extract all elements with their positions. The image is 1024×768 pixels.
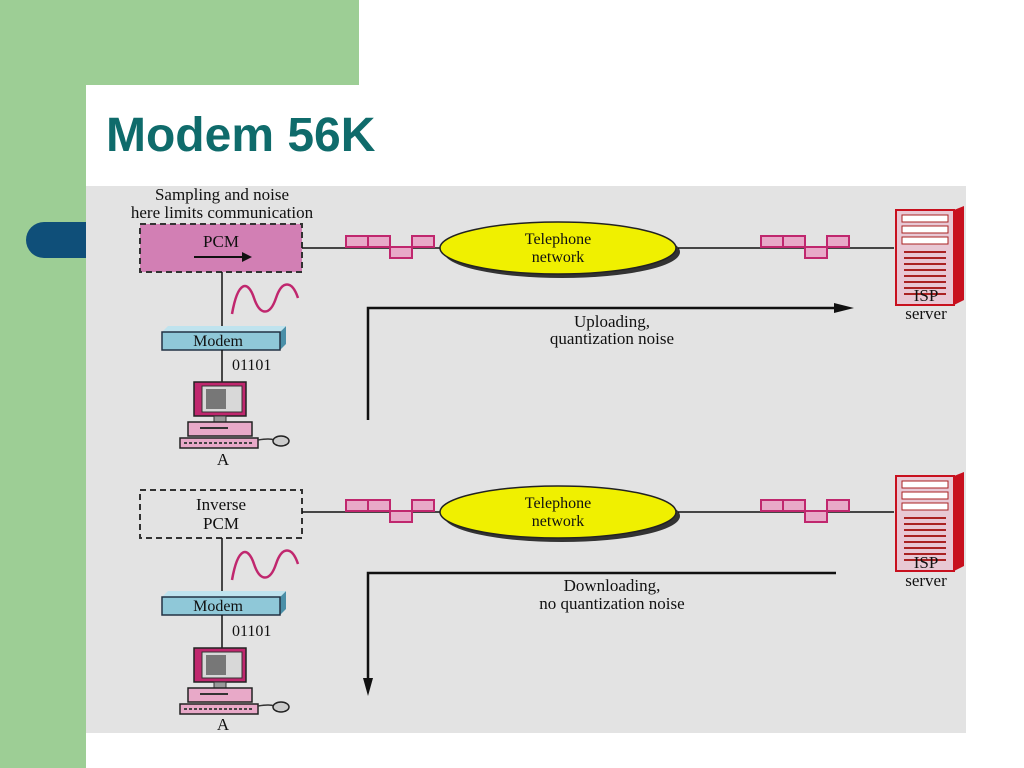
upload-direction-line bbox=[366, 306, 838, 420]
computer-label-bottom: A bbox=[217, 715, 230, 733]
modem-box-bottom-top bbox=[162, 591, 286, 597]
analog-wave-bottom bbox=[230, 549, 300, 581]
network-top-line2: network bbox=[532, 249, 584, 266]
digital-pulse-right-top bbox=[760, 235, 850, 259]
isp-bottom-line2: server bbox=[905, 571, 947, 590]
modem-label-top: Modem bbox=[193, 333, 243, 350]
telephone-network-top bbox=[439, 221, 677, 275]
modem-box-top bbox=[161, 331, 281, 351]
inverse-pcm-line2: PCM bbox=[203, 514, 239, 533]
isp-top-line2: server bbox=[905, 304, 947, 323]
pcm-label: PCM bbox=[203, 232, 239, 251]
bits-label-top: 01101 bbox=[232, 357, 271, 374]
network-bottom-line1: Telephone bbox=[525, 495, 591, 512]
pcm-box bbox=[139, 223, 303, 273]
telephone-network-bottom bbox=[439, 485, 677, 539]
download-label-line2: no quantization noise bbox=[539, 594, 684, 613]
top-note-line2: here limits communication bbox=[131, 203, 314, 222]
digital-pulse-right-bottom bbox=[760, 499, 850, 523]
download-arrow-head bbox=[363, 678, 373, 696]
network-top-line1: Telephone bbox=[525, 231, 591, 248]
upload-arrow-head bbox=[834, 303, 854, 313]
digital-pulse-left-bottom bbox=[345, 499, 435, 523]
download-label-line1: Downloading, bbox=[564, 576, 661, 595]
modem-box-bottom bbox=[161, 596, 281, 616]
analog-wave-top bbox=[230, 283, 300, 315]
computer-a-bottom bbox=[179, 647, 290, 715]
inverse-pcm-box bbox=[139, 489, 303, 539]
upload-label-line2: quantization noise bbox=[550, 329, 674, 348]
isp-bottom-line1: ISP bbox=[914, 553, 939, 572]
inverse-pcm-line1: Inverse bbox=[196, 495, 246, 514]
left-accent-strip bbox=[0, 0, 86, 768]
upload-label-line1: Uploading, bbox=[574, 312, 650, 331]
digital-pulse-left-top bbox=[345, 235, 435, 259]
modem-box-bottom-side bbox=[280, 591, 286, 615]
modem-label-bottom: Modem bbox=[193, 598, 243, 615]
modem-56k-diagram: Sampling and noise here limits communica… bbox=[86, 186, 966, 733]
network-bottom-line2: network bbox=[532, 513, 584, 530]
isp-top-line1: ISP bbox=[914, 286, 939, 305]
computer-label-top: A bbox=[217, 450, 230, 469]
computer-a-top bbox=[179, 381, 290, 449]
top-accent-block bbox=[86, 0, 359, 85]
modem-box-top-side bbox=[280, 326, 286, 350]
pcm-arrow-head bbox=[242, 252, 252, 262]
bullet-pill bbox=[26, 222, 86, 258]
download-direction-line bbox=[366, 571, 836, 682]
slide-title: Modem 56K bbox=[106, 109, 376, 162]
top-note-line1: Sampling and noise bbox=[155, 186, 289, 204]
bits-label-bottom: 01101 bbox=[232, 623, 271, 640]
modem-box-top-top bbox=[162, 326, 286, 332]
